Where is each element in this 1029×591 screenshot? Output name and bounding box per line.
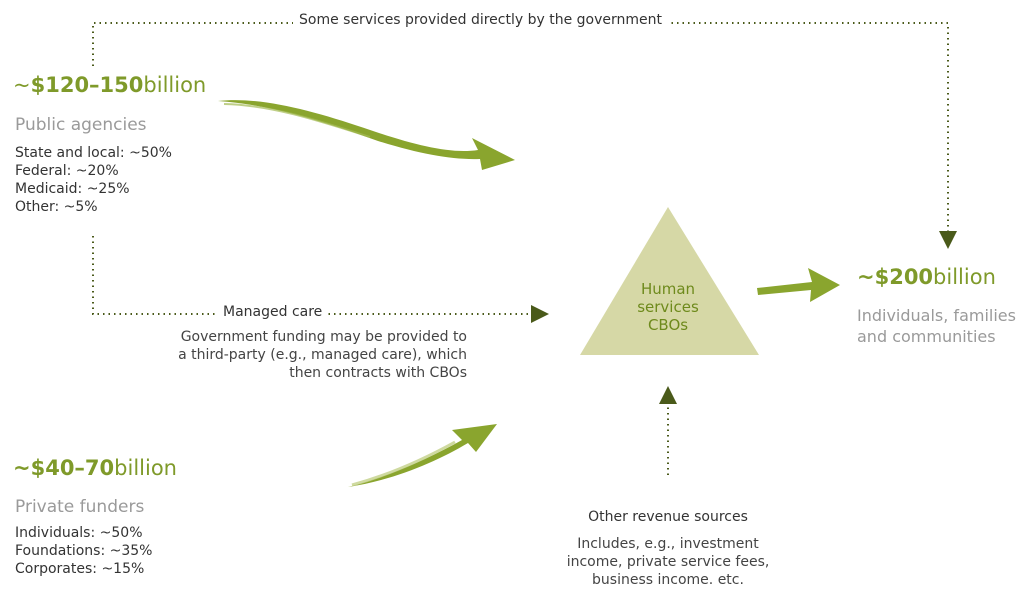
recipients-heading: Individuals, families and communities	[857, 305, 1016, 347]
cbo-triangle	[580, 207, 759, 355]
amount-tilde: ~	[13, 73, 31, 97]
breakdown-item: Federal: ~20%	[15, 163, 119, 179]
recipients-amount: ~$200billion	[857, 265, 996, 289]
private-breakdown-list: Individuals: ~50% Foundations: ~35% Corp…	[15, 524, 152, 578]
breakdown-item: Corporates: ~15%	[15, 561, 145, 577]
cbo-label-line: CBOs	[647, 316, 689, 334]
private-funding-amount: ~$40–70billion	[13, 456, 177, 480]
direct-services-connector	[92, 22, 957, 249]
managed-care-connector	[92, 236, 549, 323]
breakdown-item: Foundations: ~35%	[15, 543, 153, 559]
managed-care-note: Government funding may be provided to a …	[105, 328, 467, 382]
breakdown-item: Other: ~5%	[15, 199, 98, 215]
public-funding-arrow	[218, 100, 515, 170]
breakdown-item: Individuals: ~50%	[15, 525, 143, 541]
amount-value: ~$40–70	[13, 456, 115, 480]
cbo-label-line: Human	[640, 280, 696, 298]
amount-value: $120–150	[30, 73, 144, 97]
amount-value: ~$200	[857, 265, 934, 289]
note-line: Includes, e.g., investment	[577, 536, 759, 552]
cbo-label-line: services	[637, 298, 699, 316]
managed-care-label: Managed care	[217, 304, 329, 320]
note-line: income, private service fees,	[566, 554, 770, 570]
other-revenue-note: Includes, e.g., investment income, priva…	[538, 535, 798, 589]
outflow-arrow	[757, 268, 840, 302]
breakdown-item: State and local: ~50%	[15, 145, 172, 161]
amount-unit: billion	[143, 73, 207, 97]
note-line: Government funding may be provided to	[180, 329, 467, 345]
note-line: a third-party (e.g., managed care), whic…	[178, 347, 467, 363]
amount-unit: billion	[114, 456, 177, 480]
note-line: business income. etc.	[592, 572, 744, 588]
public-funding-amount: ~$120–150billion	[13, 73, 206, 97]
breakdown-item: Medicaid: ~25%	[15, 181, 130, 197]
recipients-heading-line: and communities	[857, 327, 996, 346]
note-line: then contracts with CBOs	[289, 365, 467, 381]
private-funding-arrow	[348, 424, 497, 487]
direct-services-label: Some services provided directly by the g…	[293, 12, 669, 28]
recipients-heading-line: Individuals, families	[857, 306, 1016, 325]
public-breakdown-list: State and local: ~50% Federal: ~20% Medi…	[15, 144, 172, 216]
amount-unit: billion	[933, 265, 996, 289]
cbo-label: Human services CBOs	[618, 280, 718, 334]
private-funders-heading: Private funders	[15, 497, 145, 517]
public-agencies-heading: Public agencies	[15, 115, 147, 135]
other-revenue-heading: Other revenue sources	[588, 509, 748, 525]
